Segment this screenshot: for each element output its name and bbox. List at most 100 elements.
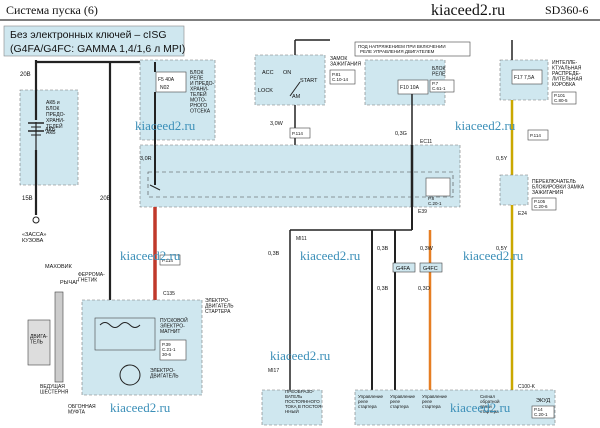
svg-text:AM: AM xyxy=(292,94,301,100)
motor-symbol xyxy=(119,364,141,386)
svg-text:C135: C135 xyxy=(163,291,175,297)
svg-text:P.39C.21-130-6: P.39C.21-130-6 xyxy=(162,342,176,357)
svg-text:0,3G: 0,3G xyxy=(395,131,407,137)
svg-text:G4FC: G4FC xyxy=(423,266,438,272)
svg-text:N02: N02 xyxy=(160,85,169,91)
svg-text:E24: E24 xyxy=(518,211,527,217)
svg-text:0,5Y: 0,5Y xyxy=(496,246,508,252)
ground-terminal xyxy=(32,216,40,224)
flywheel-parts: МАХОВИК ФЕРРОМА-ГНЕТИК РЫЧАГ ДВИГА-ТЕЛЬ … xyxy=(27,264,105,416)
main-wire-label: 20B xyxy=(100,196,111,202)
svg-text:0,3B: 0,3B xyxy=(377,286,389,292)
g4fc-tag xyxy=(419,262,443,273)
svg-text:ACC: ACC xyxy=(262,70,274,76)
svg-text:0,5Y: 0,5Y xyxy=(496,156,508,162)
g4fa-tag xyxy=(392,262,416,273)
page-code: SD360-6 xyxy=(545,3,588,17)
svg-text:START: START xyxy=(300,78,318,84)
akb-label: АКБ xyxy=(45,127,56,133)
svg-text:P.114: P.114 xyxy=(292,131,303,136)
svg-text:РЫЧАГ: РЫЧАГ xyxy=(60,280,79,286)
svg-text:P.81C.10-14: P.81C.10-14 xyxy=(332,72,349,82)
watermarks: kiaceed2.ru kiaceed2.ru kiaceed2.ru kiac… xyxy=(110,118,524,415)
ground-wire-label: 15B xyxy=(22,196,33,202)
engine-block xyxy=(27,319,51,366)
svg-text:3,0W: 3,0W xyxy=(270,121,284,127)
svg-text:3,0R: 3,0R xyxy=(140,156,152,162)
svg-text:kiaceed2.ru: kiaceed2.ru xyxy=(110,400,171,415)
svg-text:kiaceed2.ru: kiaceed2.ru xyxy=(270,348,331,363)
svg-text:MI11: MI11 xyxy=(296,236,307,242)
svg-text:kiaceed2.ru: kiaceed2.ru xyxy=(455,118,516,133)
svg-text:ЭЛЕКТРО-ДВИГАТЕЛЬ: ЭЛЕКТРО-ДВИГАТЕЛЬ xyxy=(150,368,179,380)
svg-text:0,3W: 0,3W xyxy=(420,246,434,252)
svg-text:G4FA: G4FA xyxy=(396,266,410,272)
svg-text:P.14C.20-1: P.14C.20-1 xyxy=(534,407,548,417)
svg-text:P.114: P.114 xyxy=(162,258,173,263)
svg-text:C100-K: C100-K xyxy=(518,384,536,390)
variant-line-2: (G4FA/G4FC: GAMMA 1,4/1,6 л MPI) xyxy=(10,43,185,55)
svg-text:ДВИГА-ТЕЛЬ: ДВИГА-ТЕЛЬ xyxy=(30,334,48,346)
page-header: Система пуска (6) kiaceed2.ru SD360-6 xyxy=(0,2,600,21)
svg-text:0,3O: 0,3O xyxy=(418,286,431,292)
fuse-f10 xyxy=(397,79,429,95)
ring-gear xyxy=(54,291,64,383)
svg-text:0,3B: 0,3B xyxy=(377,246,389,252)
svg-text:F10 10A: F10 10A xyxy=(400,85,420,91)
ground-body-label: «ЗАССА»КУЗОВА xyxy=(22,232,46,244)
svg-text:kiaceed2.ru: kiaceed2.ru xyxy=(463,248,524,263)
svg-text:P.114: P.114 xyxy=(530,133,541,138)
site-name: kiaceed2.ru xyxy=(431,2,505,19)
fuse-f50 xyxy=(155,71,187,93)
svg-text:LOCK: LOCK xyxy=(258,88,273,94)
variant-line-1: Без электронных ключей – cISG xyxy=(10,29,167,41)
battery-fuse-label: 20B xyxy=(20,72,31,78)
fuse-f50-label: F5 40A xyxy=(158,77,175,83)
svg-text:kiaceed2.ru: kiaceed2.ru xyxy=(120,248,181,263)
svg-text:kiaceed2.ru: kiaceed2.ru xyxy=(450,400,511,415)
svg-text:kiaceed2.ru: kiaceed2.ru xyxy=(135,118,196,133)
variant-box: Без электронных ключей – cISG (G4FA/G4FC… xyxy=(3,25,185,57)
section-title: Система пуска (6) xyxy=(6,3,98,17)
svg-text:P.8C.20-1: P.8C.20-1 xyxy=(428,196,442,206)
svg-text:kiaceed2.ru: kiaceed2.ru xyxy=(300,248,361,263)
svg-text:P.7C.61-1: P.7C.61-1 xyxy=(432,81,446,91)
svg-text:F17 7,5A: F17 7,5A xyxy=(514,75,535,81)
svg-text:ЭКУД: ЭКУД xyxy=(536,398,550,404)
svg-text:EC11: EC11 xyxy=(420,139,432,145)
svg-text:MI17: MI17 xyxy=(268,368,279,374)
svg-text:ФЕРРОМА-ГНЕТИК: ФЕРРОМА-ГНЕТИК xyxy=(78,272,105,284)
svg-text:E39: E39 xyxy=(418,209,427,215)
svg-text:ON: ON xyxy=(283,70,291,76)
svg-text:0,3B: 0,3B xyxy=(268,251,280,257)
